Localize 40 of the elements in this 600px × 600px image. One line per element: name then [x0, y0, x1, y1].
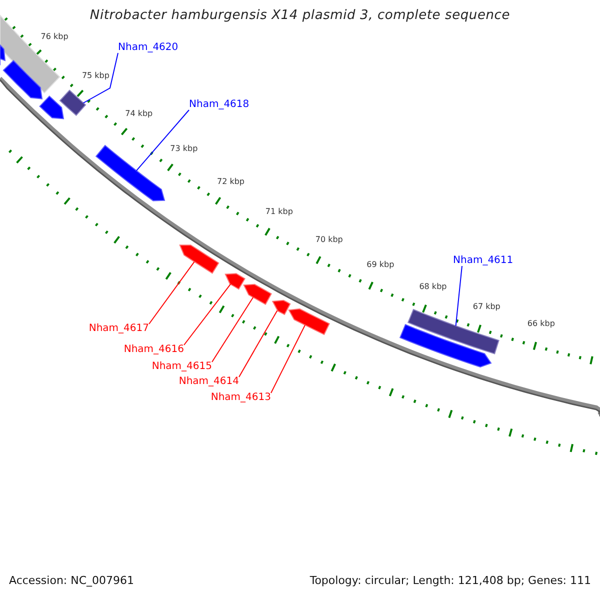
leader-line	[136, 110, 190, 172]
scale-label: 72 kbp	[216, 178, 244, 186]
scale-label: 74 kbp	[125, 110, 153, 118]
gene-feature-bar	[59, 90, 86, 116]
gene-label: Nham_4616	[124, 345, 184, 355]
gene-feature	[95, 144, 166, 202]
gene-feature	[2, 60, 43, 100]
leader-line	[184, 284, 231, 346]
gene-label: Nham_4617	[88, 324, 149, 334]
gene-feature	[0, 44, 6, 66]
gene-label: Nham_4618	[189, 100, 250, 110]
leader-line	[455, 266, 462, 326]
gene-feature	[243, 284, 272, 305]
scale-label: 71 kbp	[265, 208, 293, 216]
scale-label: 76 kbp	[40, 32, 68, 41]
gene-label: Nham_4613	[210, 393, 271, 403]
scale-label: 69 kbp	[366, 260, 394, 269]
scale-label: 68 kbp	[419, 283, 447, 292]
scale-label: 75 kbp	[82, 72, 110, 80]
leader-line	[270, 324, 306, 394]
gene-feature	[288, 308, 330, 336]
scale-label: 66 kbp	[527, 320, 555, 328]
gene-feature	[179, 244, 220, 274]
gene-feature	[224, 273, 246, 290]
gene-feature	[39, 96, 64, 120]
leader-line	[238, 310, 278, 378]
summary-text: Topology: circular; Length: 121,408 bp; Genes: 111	[310, 575, 591, 586]
scale-label: 67 kbp	[472, 302, 500, 311]
gene-label: Nham_4611	[453, 256, 514, 266]
scale-label: 70 kbp	[315, 236, 343, 244]
gene-feature	[272, 300, 291, 316]
accession-text: Accession: NC_007961	[9, 575, 134, 586]
gene-label: Nham_4615	[152, 362, 212, 372]
title: Nitrobacter hamburgensis X14 plasmid 3, complete sequence	[88, 9, 512, 22]
leader-line	[212, 296, 254, 362]
leader-line	[82, 52, 118, 104]
gene-label: Nham_4620	[118, 43, 178, 53]
leader-line	[148, 261, 195, 324]
gene-feature	[399, 324, 492, 368]
gene-label: Nham_4614	[178, 377, 239, 387]
